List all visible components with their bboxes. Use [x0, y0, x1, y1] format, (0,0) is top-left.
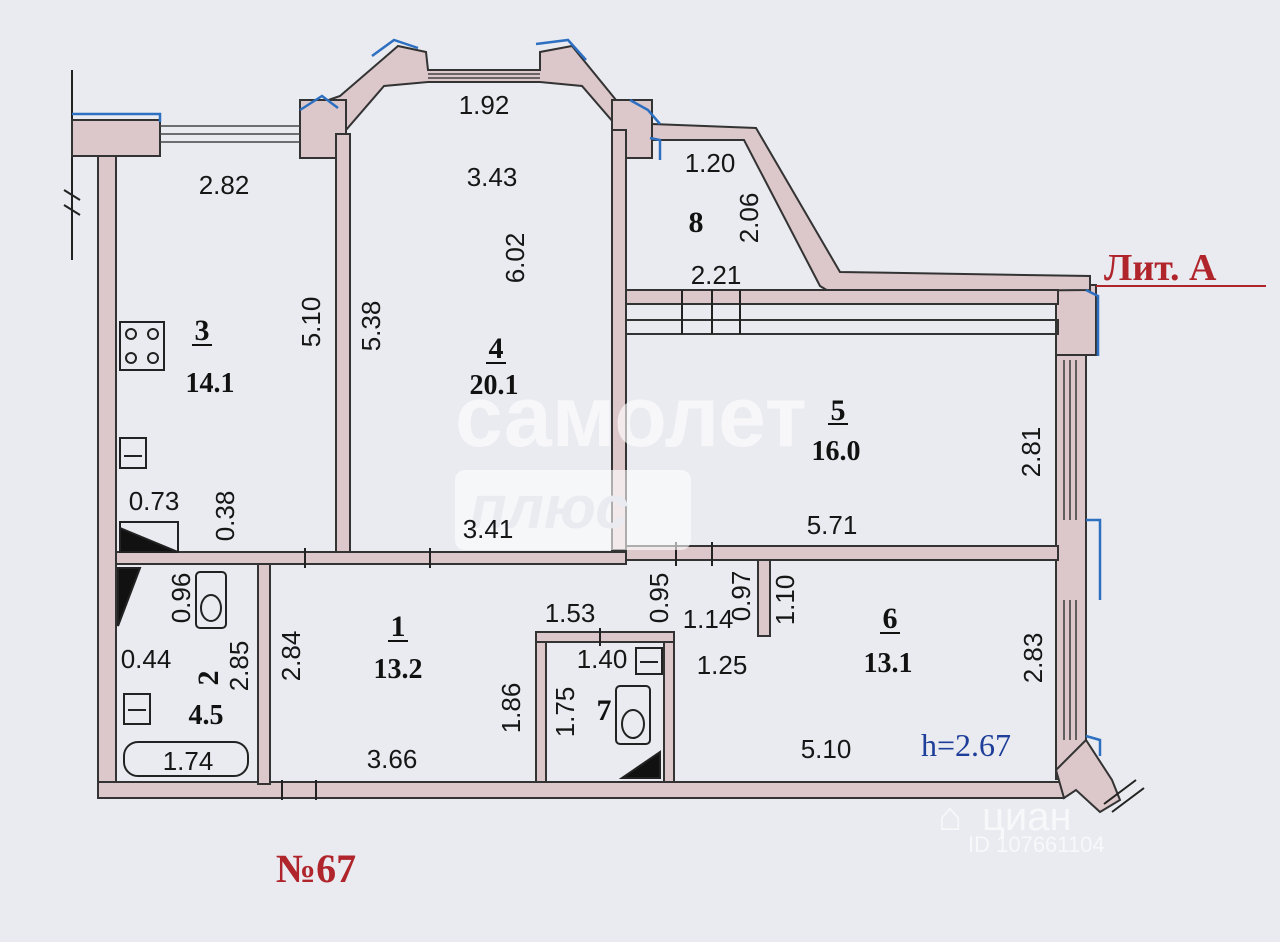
svg-text:0.96: 0.96 [166, 573, 196, 624]
svg-text:1.74: 1.74 [163, 746, 214, 776]
svg-text:6.02: 6.02 [500, 233, 530, 284]
svg-text:0.73: 0.73 [129, 486, 180, 516]
room-area: 13.2 [374, 654, 423, 685]
svg-text:2.82: 2.82 [199, 170, 250, 200]
toilet-r2-icon [195, 571, 227, 629]
svg-text:1.20: 1.20 [685, 148, 736, 178]
svg-text:2.06: 2.06 [734, 193, 764, 244]
svg-text:2.81: 2.81 [1016, 427, 1046, 478]
svg-text:2.84: 2.84 [276, 631, 306, 682]
svg-text:5.10: 5.10 [801, 734, 852, 764]
wall-hall-top [115, 551, 627, 565]
wall-r7-left [535, 635, 547, 783]
svg-text:5.10: 5.10 [296, 297, 326, 348]
watermark-brand-line2: плюс [470, 474, 628, 541]
svg-text:0.38: 0.38 [210, 491, 240, 542]
svg-text:1.25: 1.25 [697, 650, 748, 680]
svg-text:0.97: 0.97 [726, 571, 756, 622]
room-number: 2 [192, 671, 225, 686]
wall-bottom [97, 781, 1065, 799]
room-area: 13.1 [864, 648, 913, 679]
washbasin-r7-icon [635, 647, 663, 675]
wall-r2-r1 [257, 563, 271, 785]
svg-text:3.43: 3.43 [467, 162, 518, 192]
svg-text:1.53: 1.53 [545, 598, 596, 628]
svg-text:1.40: 1.40 [577, 644, 628, 674]
stove-icon [119, 321, 165, 371]
room-number: 6 [883, 602, 898, 635]
room-area: 20.1 [470, 370, 519, 401]
svg-text:5.71: 5.71 [807, 510, 858, 540]
dimension-labels: 2.82 5.10 0.73 0.38 1.92 3.43 6.02 5.38 … [121, 90, 1048, 776]
room-area: 16.0 [812, 436, 861, 467]
wall-right-corner [1055, 284, 1097, 356]
watermark-samolet: самолет плюс [455, 369, 807, 550]
wall-r7-right [663, 635, 675, 783]
watermark-listing-brand: циан [982, 795, 1072, 839]
room-area: 4.5 [189, 700, 224, 731]
room-area: 14.1 [186, 368, 235, 399]
svg-text:1.86: 1.86 [496, 683, 526, 734]
room-number: 4 [489, 332, 504, 365]
room-7: 7 [597, 694, 612, 727]
watermark-cian: ⌂ циан ID 107661104 [938, 795, 1105, 857]
cian-logo-icon: ⌂ [938, 795, 962, 839]
building-label: Лит. А [1104, 247, 1217, 289]
watermark-badge [455, 470, 691, 550]
room-1: 1 13.2 [374, 610, 423, 685]
r3-niche [119, 521, 179, 553]
interior-walls [115, 129, 1059, 785]
svg-text:3.66: 3.66 [367, 744, 418, 774]
svg-text:2.21: 2.21 [691, 260, 742, 290]
wall-top-left [71, 119, 161, 157]
fixtures [117, 321, 1145, 813]
apartment-number: №67 [276, 846, 356, 891]
room-3: 3 14.1 [186, 314, 235, 399]
room-number: 3 [195, 314, 210, 347]
room-2: 2 4.5 [189, 671, 226, 732]
toilet-r7-icon [615, 685, 651, 745]
room-6: 6 13.1 [864, 602, 913, 679]
sink-icon [119, 437, 147, 469]
wall-bottom-right-bay [1054, 738, 1122, 814]
wall-r6-left [757, 559, 771, 637]
svg-text:2.85: 2.85 [224, 641, 254, 692]
shaft-r2-icon [117, 567, 142, 627]
shaft-r7-icon [618, 750, 661, 779]
svg-text:1.75: 1.75 [550, 687, 580, 738]
svg-text:1.92: 1.92 [459, 90, 510, 120]
door-ticks [281, 290, 741, 800]
room-number: 8 [689, 206, 704, 239]
svg-text:0.95: 0.95 [644, 573, 674, 624]
room-number: 5 [831, 394, 846, 427]
svg-text:1.10: 1.10 [770, 575, 800, 626]
svg-text:2.83: 2.83 [1018, 633, 1048, 684]
room-number: 7 [597, 694, 612, 727]
watermark-listing-id: ID 107661104 [968, 832, 1105, 857]
wall-right [1055, 284, 1087, 780]
svg-text:0.44: 0.44 [121, 644, 172, 674]
exterior-walls [71, 44, 1122, 814]
wall-left [97, 155, 117, 799]
wall-r5-lower [625, 319, 1059, 335]
window-glass [160, 73, 1077, 740]
room-8: 8 [689, 206, 704, 239]
wall-r5-r6 [625, 545, 1059, 561]
wall-r8-r5 [625, 289, 1059, 305]
bathtub-icon [123, 741, 249, 777]
adjacent-wall [63, 70, 81, 260]
washbasin-r2-icon [123, 693, 151, 725]
watermark-brand-line1: самолет [455, 369, 807, 465]
wall-r7-top [535, 631, 675, 643]
svg-text:1.14: 1.14 [683, 604, 734, 634]
room-number: 1 [391, 610, 406, 643]
svg-text:5.38: 5.38 [356, 301, 386, 352]
ceiling-height: h=2.67 [921, 727, 1011, 763]
svg-text:3.41: 3.41 [463, 514, 514, 544]
room-4: 4 20.1 [470, 332, 519, 401]
room-5: 5 16.0 [812, 394, 861, 467]
wall-r3-r4 [335, 133, 351, 553]
window-marks [72, 38, 1102, 756]
